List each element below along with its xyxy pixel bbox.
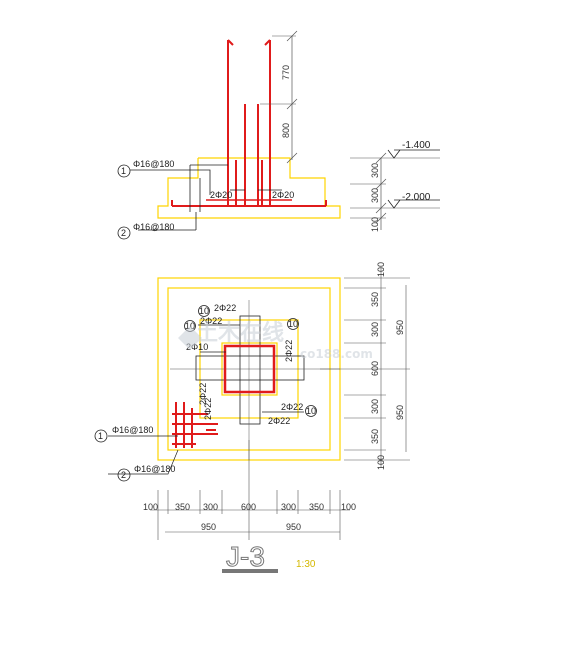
section-concrete-outline — [157, 157, 341, 219]
elevation-label: -2.000 — [402, 192, 431, 203]
section-dim-label: 800 — [281, 123, 291, 138]
plan-bar-frame — [195, 355, 305, 381]
plan-marker-label: 10 — [199, 306, 209, 316]
plan-dim-right — [320, 268, 410, 468]
plan-dim-label: 600 — [241, 502, 256, 512]
section-rebar-hook — [227, 39, 234, 46]
plan-dim-label: 100 — [143, 502, 158, 512]
dimension-tick — [286, 152, 298, 164]
section-leader — [190, 169, 211, 195]
plan-dim-label: 300 — [203, 502, 218, 512]
plan-marker-circle — [305, 405, 317, 417]
drawing-scale: 1:30 — [296, 559, 316, 570]
plan-callout-id: 1 — [98, 431, 103, 441]
plan-dim-label: 100 — [341, 502, 356, 512]
plan-dim-label: 300 — [281, 502, 296, 512]
plan-callout-id: 2 — [121, 470, 126, 480]
section-rebar-hook — [264, 39, 271, 46]
section-view: 2Φ20 2Φ20 1 Φ16@180 2 Φ16@180 770 800 30… — [117, 30, 440, 240]
watermark-text: 土木在线 — [196, 320, 284, 346]
section-callout-circle — [117, 164, 131, 178]
section-bar-note: 2Φ20 — [210, 190, 232, 200]
elevation-marker: -1.400 — [387, 140, 440, 159]
drawing-title: J-3 — [226, 541, 265, 572]
plan-bar-note: 2Φ22 — [200, 316, 222, 326]
plan-bar-note: 2Φ10 — [186, 342, 208, 352]
section-callout-id: 1 — [121, 166, 126, 176]
plan-bar-note: 2Φ22 — [198, 383, 208, 405]
plan-bar-note: 2Φ22 — [203, 398, 213, 420]
plan-view: 2Φ22 2Φ22 2Φ22 2Φ22 2Φ22 2Φ10 2Φ22 2Φ22 … — [94, 262, 410, 540]
section-dim-label: 100 — [370, 217, 380, 232]
plan-dim-label: 950 — [201, 522, 216, 532]
section-callout-text: Φ16@180 — [133, 222, 174, 232]
dimension-tick — [375, 178, 387, 190]
plan-marker-circle — [198, 305, 210, 317]
plan-dim-label: 600 — [370, 361, 380, 376]
plan-dim-label: 350 — [309, 502, 324, 512]
plan-dim-label: 100 — [376, 455, 386, 470]
plan-callout-circle — [94, 429, 108, 443]
dimension-tick — [375, 152, 387, 164]
plan-marker-label: 10 — [306, 406, 316, 416]
plan-bar-frame — [239, 315, 261, 425]
plan-dim-label: 300 — [370, 399, 380, 414]
section-dim-label: 300 — [370, 163, 380, 178]
watermark-logo-icon — [178, 326, 202, 350]
elevation-label: -1.400 — [402, 140, 431, 151]
plan-bar-note: 2Φ22 — [284, 340, 294, 362]
watermark: 土木在线 co188.com — [178, 320, 373, 361]
section-callout-text: Φ16@180 — [133, 159, 174, 169]
plan-marker-circle — [287, 318, 299, 330]
plan-marker-label: 10 — [288, 319, 298, 329]
section-dim-label: 300 — [370, 188, 380, 203]
plan-bar-note: 2Φ22 — [268, 416, 290, 426]
plan-dim-label: 350 — [175, 502, 190, 512]
plan-marker-label: 10 — [185, 321, 195, 331]
section-bar-note: 2Φ20 — [272, 190, 294, 200]
plan-bottom-mat — [172, 402, 218, 448]
plan-dim-label: 300 — [370, 322, 380, 337]
plan-dim-label: 100 — [376, 262, 386, 277]
plan-dim-label: 950 — [286, 522, 301, 532]
title-underline — [222, 569, 278, 573]
plan-bar-note: 2Φ22 — [281, 402, 303, 412]
plan-dim-label: 950 — [395, 320, 405, 335]
dimension-tick — [375, 212, 387, 224]
plan-callout-text: Φ16@180 — [112, 425, 153, 435]
plan-column-rebar — [223, 344, 276, 394]
watermark-sub: co188.com — [300, 347, 373, 361]
plan-leader — [108, 449, 179, 475]
plan-dim-label: 950 — [395, 405, 405, 420]
plan-dim-label: 350 — [370, 429, 380, 444]
section-callout-circle — [117, 226, 131, 240]
plan-callout-circle — [117, 468, 131, 482]
section-callout-id: 2 — [121, 228, 126, 238]
dimension-tick — [375, 202, 387, 214]
plan-dim-bottom — [150, 440, 350, 540]
plan-callout-text: Φ16@180 — [134, 464, 175, 474]
plan-dim-label: 350 — [370, 292, 380, 307]
elevation-marker: -2.000 — [387, 192, 440, 209]
section-dim-label: 770 — [281, 65, 291, 80]
plan-bar-note: 2Φ22 — [214, 303, 236, 313]
